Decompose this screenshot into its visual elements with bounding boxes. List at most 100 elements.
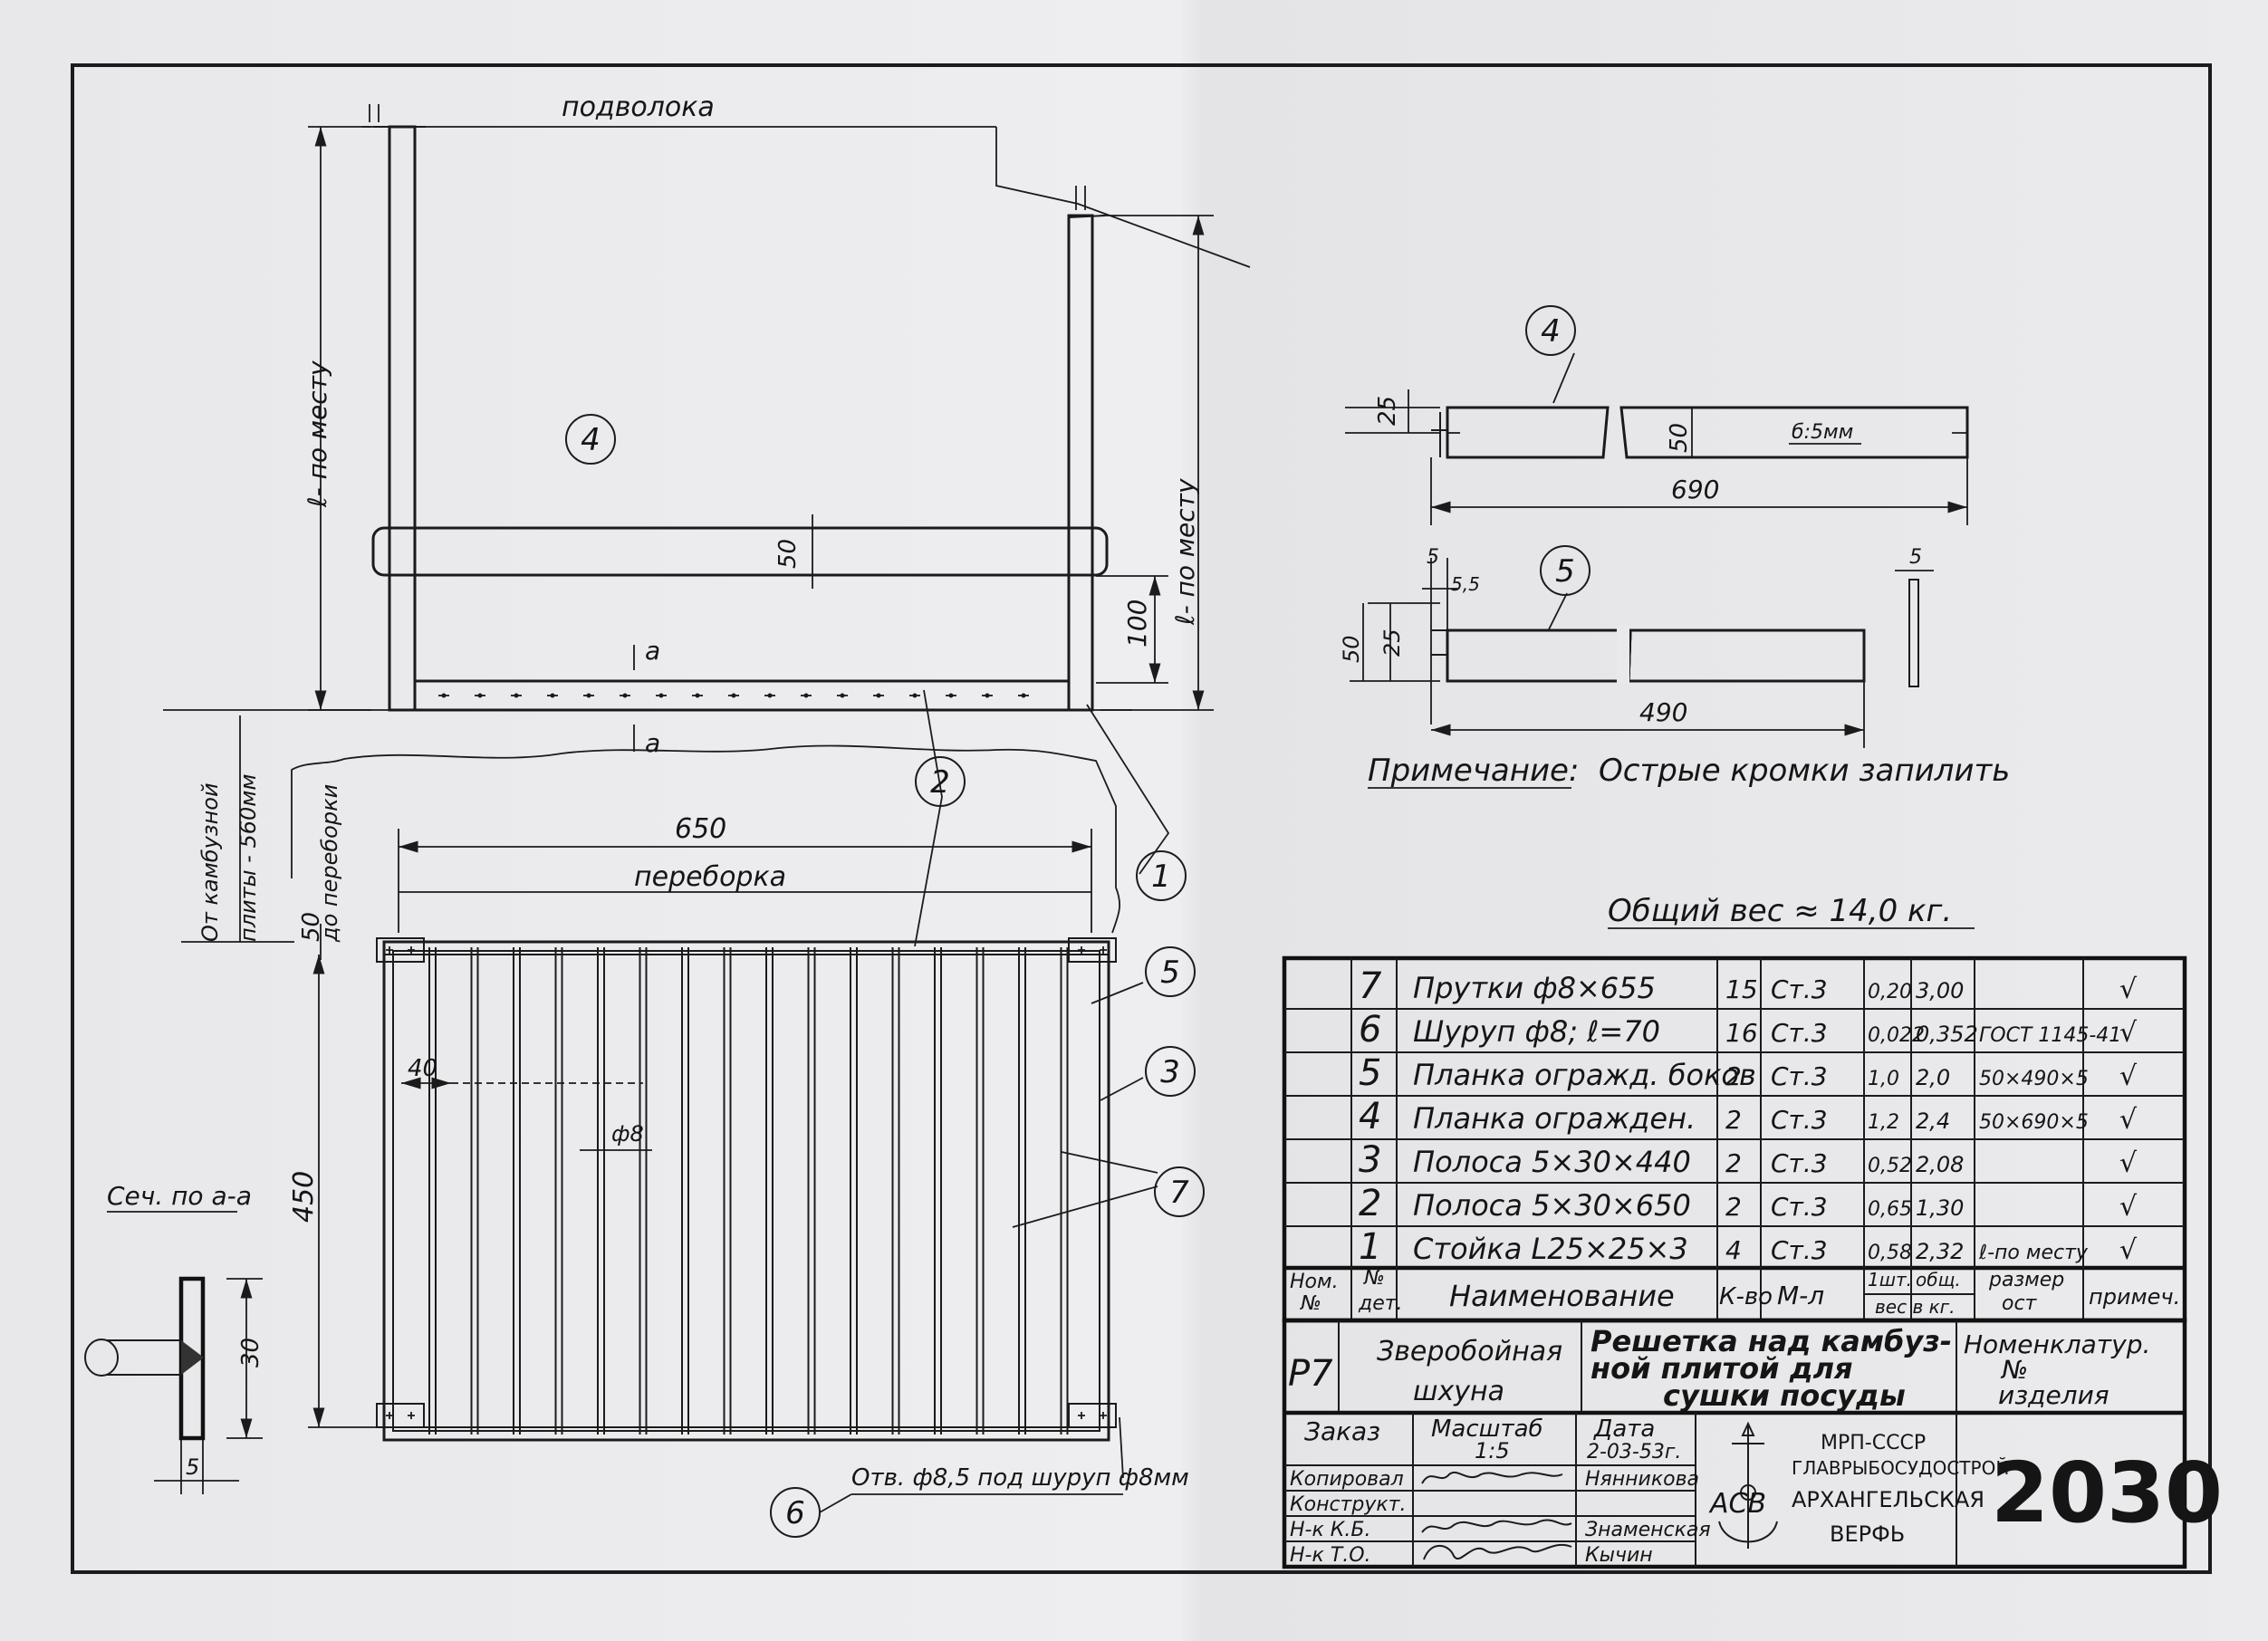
dim-50-detail4: 50 bbox=[1666, 423, 1693, 453]
signoff-row: Конструкт. bbox=[1290, 1493, 1406, 1516]
drawing-title-3: сушки посуды bbox=[1663, 1378, 1906, 1413]
bulkhead-label: переборка bbox=[634, 861, 786, 893]
order-label: Заказ bbox=[1304, 1416, 1380, 1446]
bom-cell-qty: 2 bbox=[1725, 1192, 1742, 1222]
bom-cell-no: 6 bbox=[1359, 1009, 1381, 1051]
vessel-type: Зверобойная bbox=[1377, 1336, 1562, 1368]
header-part-no: № bbox=[1363, 1267, 1385, 1290]
hole-note: Отв. ф8,5 под шуруп ф8мм bbox=[851, 1464, 1189, 1492]
signoff-row: Н-к Т.О.Кычин bbox=[1290, 1544, 1653, 1567]
bom-cell-qty: 4 bbox=[1725, 1235, 1742, 1265]
section-title: Сеч. по а-а bbox=[107, 1181, 252, 1211]
grate-rod bbox=[470, 947, 479, 1435]
section-mark-top: a bbox=[645, 636, 660, 666]
grate-rod bbox=[975, 947, 985, 1435]
bom-cell-check: √ bbox=[2119, 1104, 2138, 1136]
detail-plank-4: 50 б:5мм 25 690 bbox=[1345, 352, 1969, 525]
bom-cell-unit: 1,0 bbox=[1868, 1068, 1899, 1090]
svg-text:6: 6 bbox=[785, 1495, 805, 1531]
elevation-view: подволока ℓ- по месту ℓ- по месту 100 50… bbox=[163, 91, 1251, 947]
bom-cell-qty: 2 bbox=[1725, 1105, 1742, 1135]
org-line-1: МРП-СССР bbox=[1821, 1432, 1926, 1454]
dim-5-5: 5,5 bbox=[1451, 573, 1480, 595]
bom-cell-material: Ст.3 bbox=[1771, 1061, 1828, 1091]
header-item-no: Ном. bbox=[1290, 1271, 1339, 1293]
svg-text:2: 2 bbox=[930, 764, 950, 801]
thickness-4: б:5мм bbox=[1792, 421, 1853, 444]
header-name: Наименование bbox=[1449, 1279, 1675, 1313]
svg-text:1: 1 bbox=[1151, 859, 1171, 895]
dim-50-plank: 50 bbox=[774, 539, 802, 569]
bom-cell-name: Шуруп ф8; ℓ=70 bbox=[1413, 1014, 1660, 1049]
corner-plate bbox=[1068, 1403, 1117, 1428]
bom-cell-material: Ст.3 bbox=[1771, 974, 1828, 1004]
logo-letters: АСВ bbox=[1708, 1488, 1766, 1520]
vessel-type-2: шхуна bbox=[1413, 1376, 1504, 1407]
bom-cell-no: 1 bbox=[1359, 1226, 1381, 1268]
bom-cell-material: Ст.3 bbox=[1771, 1105, 1828, 1135]
signoff-role: Н-к К.Б. bbox=[1290, 1519, 1370, 1541]
nomenclature-label: Номенклатур. bbox=[1964, 1329, 2150, 1359]
header-material: М-л bbox=[1777, 1281, 1824, 1310]
note-text: Острые кромки запилить bbox=[1599, 753, 2010, 789]
part-balloon: 1 bbox=[1136, 850, 1187, 901]
svg-text:5: 5 bbox=[1555, 553, 1575, 590]
bom-cell-name: Планка огражден. bbox=[1413, 1101, 1696, 1136]
bom-cell-total: 2,4 bbox=[1916, 1108, 1950, 1134]
grate-rod bbox=[681, 947, 689, 1435]
section-a-a: Сеч. по а-а 30 5 bbox=[84, 1181, 264, 1494]
part-balloon: 5 bbox=[1540, 545, 1590, 596]
header-unit-weight: 1шт. bbox=[1868, 1269, 1912, 1291]
title-block: Р7 Зверобойная шхуна Решетка над камбуз-… bbox=[1282, 1318, 2223, 1569]
bom-cell-unit: 0,20 bbox=[1868, 981, 1912, 1003]
dim-5-detail5: 5 bbox=[1427, 546, 1439, 569]
grate-rod bbox=[513, 947, 521, 1435]
grate-rod bbox=[428, 947, 437, 1435]
grate-rod bbox=[891, 947, 900, 1435]
dim-450: 450 bbox=[288, 1171, 320, 1223]
bom-cell-total: 1,30 bbox=[1916, 1195, 1964, 1221]
bom-cell-material: Ст.3 bbox=[1771, 1148, 1828, 1178]
bom-cell-unit: 1,2 bbox=[1868, 1111, 1899, 1134]
rod-diameter: ф8 bbox=[611, 1121, 644, 1147]
signoff-name: Знаменская bbox=[1585, 1519, 1711, 1541]
grate-rod bbox=[1060, 947, 1069, 1435]
bom-cell-total: 3,00 bbox=[1916, 978, 1964, 1003]
code-p7: Р7 bbox=[1288, 1353, 1333, 1395]
bom-cell-qty: 16 bbox=[1725, 1018, 1758, 1048]
grate-rod bbox=[554, 947, 563, 1435]
signoff-name: Кычин bbox=[1585, 1544, 1653, 1567]
nomenclature-label-2: № bbox=[2000, 1355, 2028, 1385]
part-balloon: 4 bbox=[565, 414, 616, 465]
bom-cell-name: Планка огражд. боков bbox=[1413, 1058, 1756, 1092]
detail-plank-5: 5 5,5 25 50 490 5 bbox=[1339, 546, 1934, 748]
bom-cell-size: 50×490×5 bbox=[1979, 1068, 2089, 1090]
dim-690: 690 bbox=[1671, 475, 1719, 504]
bom-cell-material: Ст.3 bbox=[1771, 1235, 1828, 1265]
bom-cell-qty: 2 bbox=[1725, 1061, 1742, 1091]
signoff-role: Конструкт. bbox=[1290, 1493, 1406, 1516]
bom-cell-unit: 0,65 bbox=[1868, 1198, 1912, 1221]
dim-100: 100 bbox=[1122, 600, 1152, 648]
bom-cell-no: 2 bbox=[1359, 1183, 1381, 1224]
drawing-title-1: Решетка над камбуз- bbox=[1590, 1324, 1952, 1358]
date-value: 2-03-53г. bbox=[1587, 1441, 1681, 1463]
grate-rod bbox=[934, 947, 942, 1435]
dim-5: 5 bbox=[186, 1454, 199, 1480]
note-label: Примечание: bbox=[1368, 753, 1579, 789]
bom-cell-total: 2,0 bbox=[1916, 1065, 1950, 1090]
drawing-title-2: ной плитой для bbox=[1590, 1351, 1853, 1386]
shipyard-logo: АСВ bbox=[1708, 1421, 1778, 1549]
signoff-row: Н-к К.Б. Знаменская bbox=[1290, 1519, 1711, 1541]
header-total-weight: общ. bbox=[1916, 1269, 1961, 1291]
header-size: размер bbox=[1988, 1269, 2064, 1291]
grate-rod bbox=[1018, 947, 1026, 1435]
